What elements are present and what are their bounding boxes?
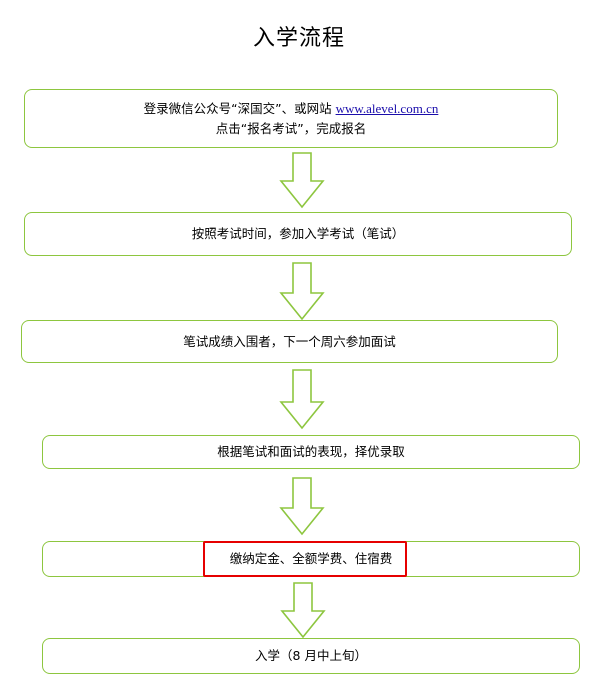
down-arrow-icon bbox=[279, 262, 325, 321]
step-1-line-1: 登录微信公众号“深国交”、或网站 www.alevel.com.cn bbox=[144, 99, 439, 119]
website-link[interactable]: www.alevel.com.cn bbox=[335, 100, 439, 116]
step-6-text: 入学（8 月中上旬） bbox=[255, 648, 367, 663]
highlight-rectangle bbox=[203, 541, 407, 577]
step-2-box: 按照考试时间，参加入学考试（笔试） bbox=[24, 212, 572, 256]
down-arrow-icon bbox=[280, 582, 326, 639]
step-2-text: 按照考试时间，参加入学考试（笔试） bbox=[191, 226, 405, 241]
page-title: 入学流程 bbox=[252, 26, 345, 51]
step-4-box: 根据笔试和面试的表现，择优录取 bbox=[42, 435, 580, 469]
step-5-box: 缴纳定金、全额学费、住宿费 bbox=[42, 541, 580, 577]
step-5-text: 缴纳定金、全额学费、住宿费 bbox=[229, 551, 393, 566]
step-1-box: 登录微信公众号“深国交”、或网站 www.alevel.com.cn 点击“报名… bbox=[24, 89, 558, 148]
down-arrow-icon bbox=[279, 477, 325, 536]
step-1-line-2: 点击“报名考试”，完成报名 bbox=[215, 120, 367, 136]
step-3-text: 笔试成绩入围者，下一个周六参加面试 bbox=[183, 333, 396, 349]
down-arrow-icon bbox=[279, 369, 325, 430]
step-1-text: 登录微信公众号“深国交”、或网站 bbox=[143, 100, 336, 116]
down-arrow-icon bbox=[279, 152, 325, 209]
step-3-box: 笔试成绩入围者，下一个周六参加面试 bbox=[21, 320, 558, 363]
step-4-text: 根据笔试和面试的表现，择优录取 bbox=[217, 444, 405, 459]
step-6-box: 入学（8 月中上旬） bbox=[42, 638, 580, 674]
